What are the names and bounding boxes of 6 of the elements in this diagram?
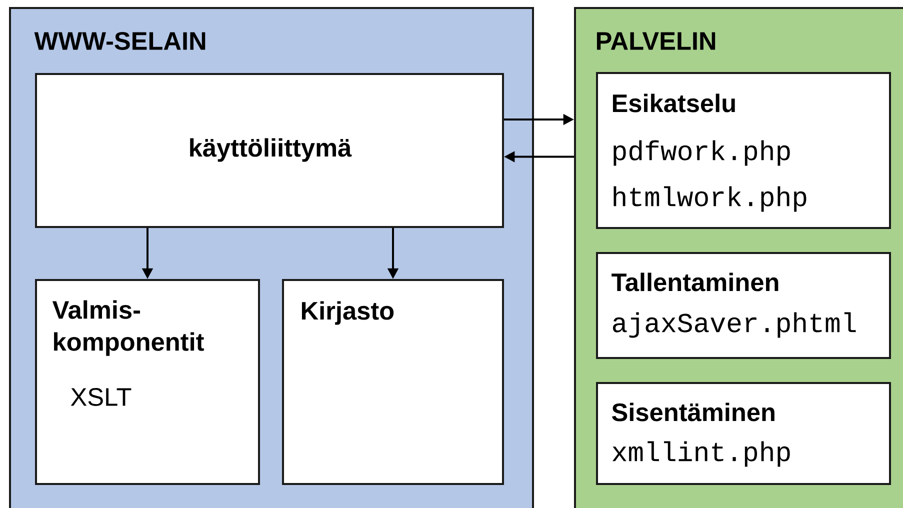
- component-box: käyttöliittymä: [35, 73, 504, 228]
- component-box: Valmis-komponentit XSLT: [35, 279, 260, 485]
- component-box: Tallentaminen ajaxSaver.phtml: [596, 252, 891, 359]
- component-box: Esikatselu pdfwork.php htmlwork.php: [596, 72, 891, 229]
- component-box: Kirjasto: [282, 279, 504, 485]
- component-box: Sisentäminen xmllint.php: [596, 382, 891, 485]
